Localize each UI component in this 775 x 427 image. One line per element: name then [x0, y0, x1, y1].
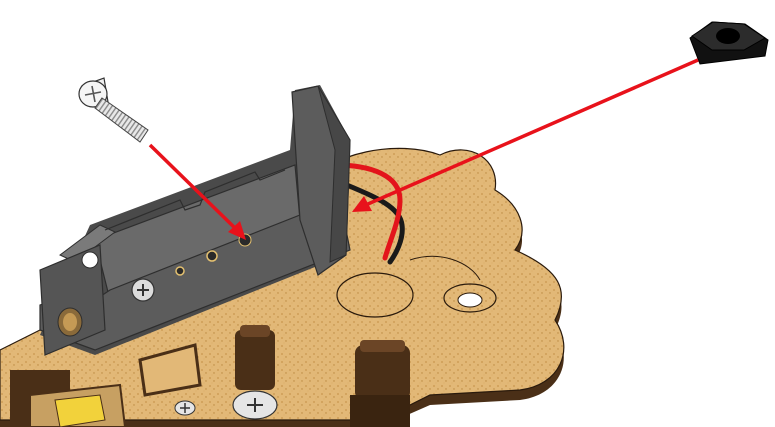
nut-placement-arrow — [352, 60, 698, 212]
hex-nut — [690, 22, 768, 64]
lower-screw-head — [233, 391, 277, 419]
countersunk-screw — [79, 78, 148, 142]
small-screw-head — [175, 401, 195, 415]
